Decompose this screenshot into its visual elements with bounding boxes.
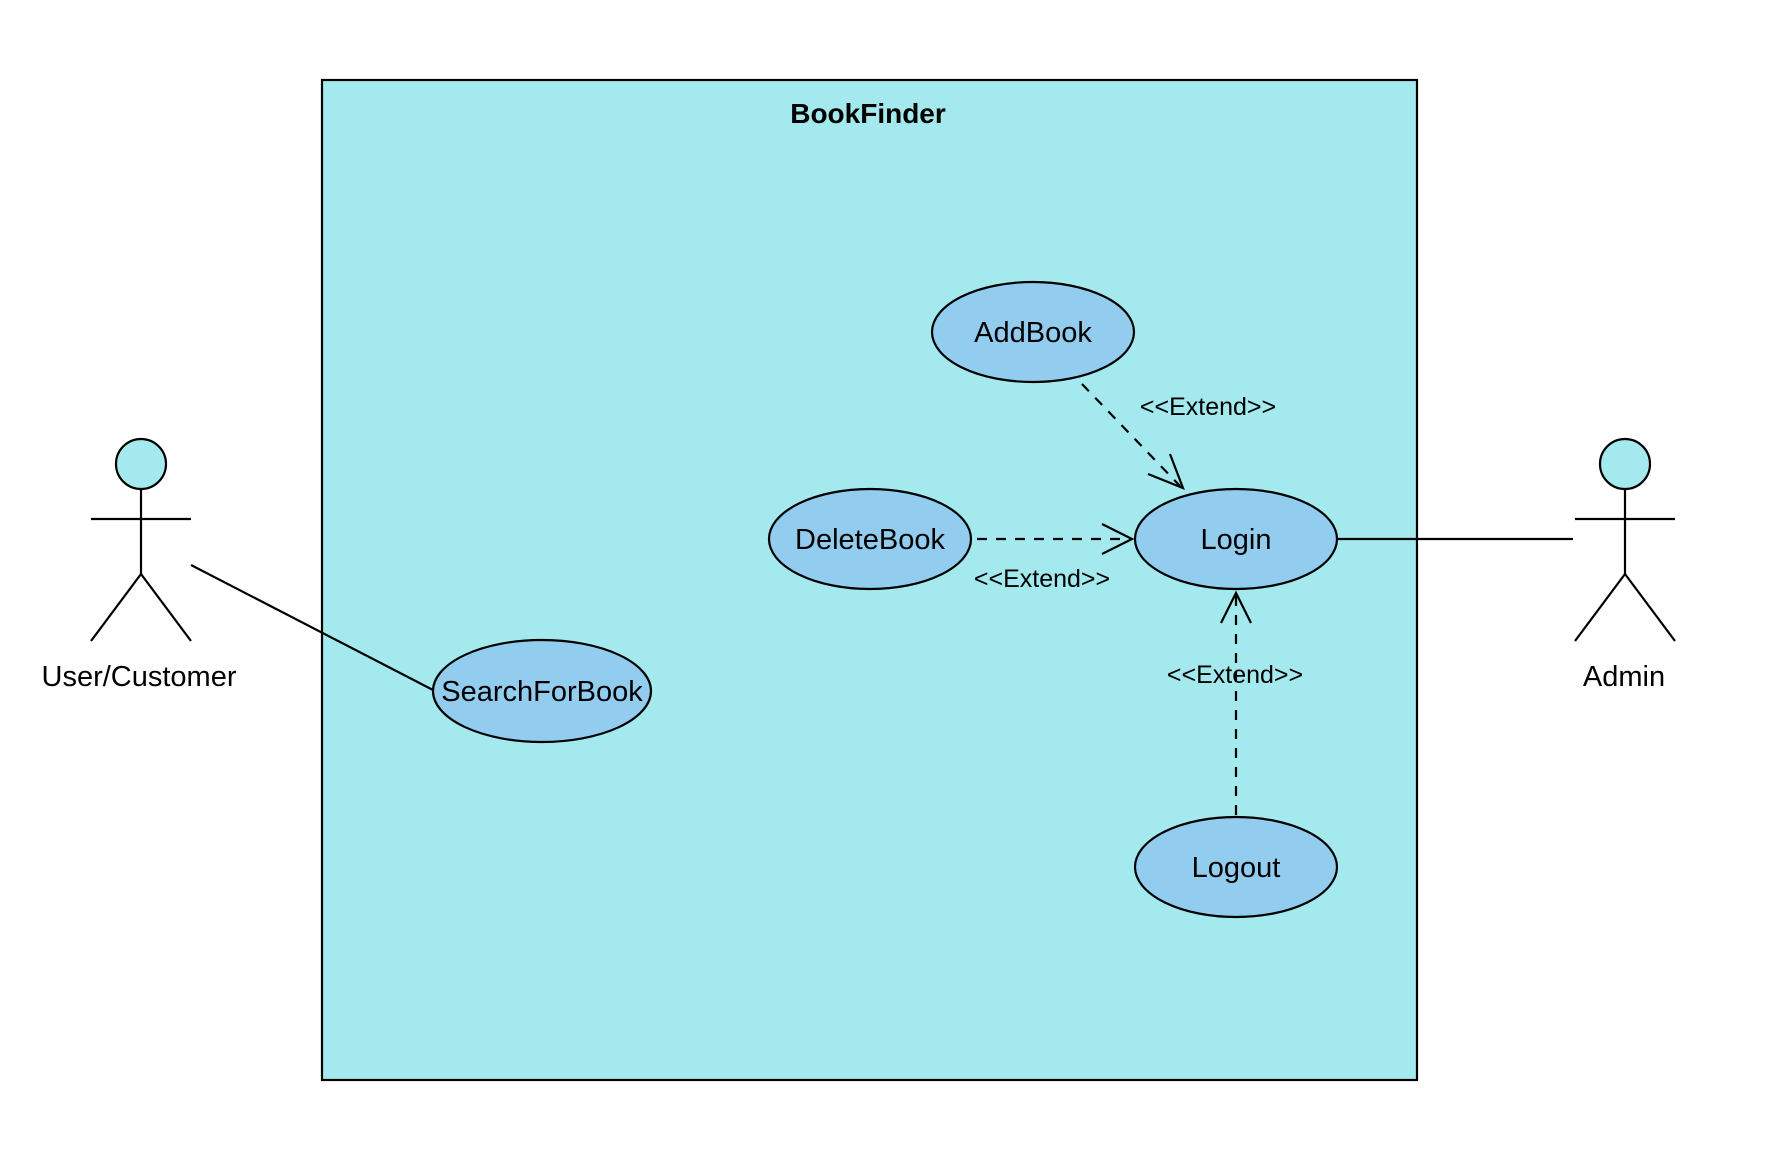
extend-label-deletebook: <<Extend>> <box>974 565 1110 593</box>
usecase-deletebook: DeleteBook <box>767 487 973 591</box>
system-title: BookFinder <box>790 98 946 129</box>
extend-label-logout: <<Extend>> <box>1167 661 1303 689</box>
usecase-label-searchforbook: SearchForBook <box>441 676 643 708</box>
actor-label-user: User/Customer <box>42 661 237 693</box>
usecase-label-login: Login <box>1201 524 1272 556</box>
actor-head-icon <box>114 437 168 491</box>
usecase-label-addbook: AddBook <box>974 317 1092 349</box>
usecase-logout: Logout <box>1133 815 1339 919</box>
usecase-addbook: AddBook <box>930 280 1136 384</box>
usecase-label-logout: Logout <box>1192 852 1281 884</box>
usecase-searchforbook: SearchForBook <box>431 638 653 744</box>
actor-label-admin: Admin <box>1583 661 1665 693</box>
actor-admin: Admin <box>1574 437 1676 693</box>
extend-addbook-arrowhead <box>1147 453 1185 490</box>
usecase-label-deletebook: DeleteBook <box>795 524 945 556</box>
extend-addbook-login <box>1081 383 1181 487</box>
extend-label-addbook: <<Extend>> <box>1140 393 1276 421</box>
extend-logout-arrowhead <box>1220 590 1252 624</box>
actor-head-icon <box>1598 437 1652 491</box>
usecase-login: Login <box>1133 487 1339 591</box>
actor-user-customer: User/Customer <box>42 437 237 693</box>
extend-deletebook-arrowhead <box>1101 523 1135 555</box>
association-user-searchforbook <box>190 564 434 691</box>
